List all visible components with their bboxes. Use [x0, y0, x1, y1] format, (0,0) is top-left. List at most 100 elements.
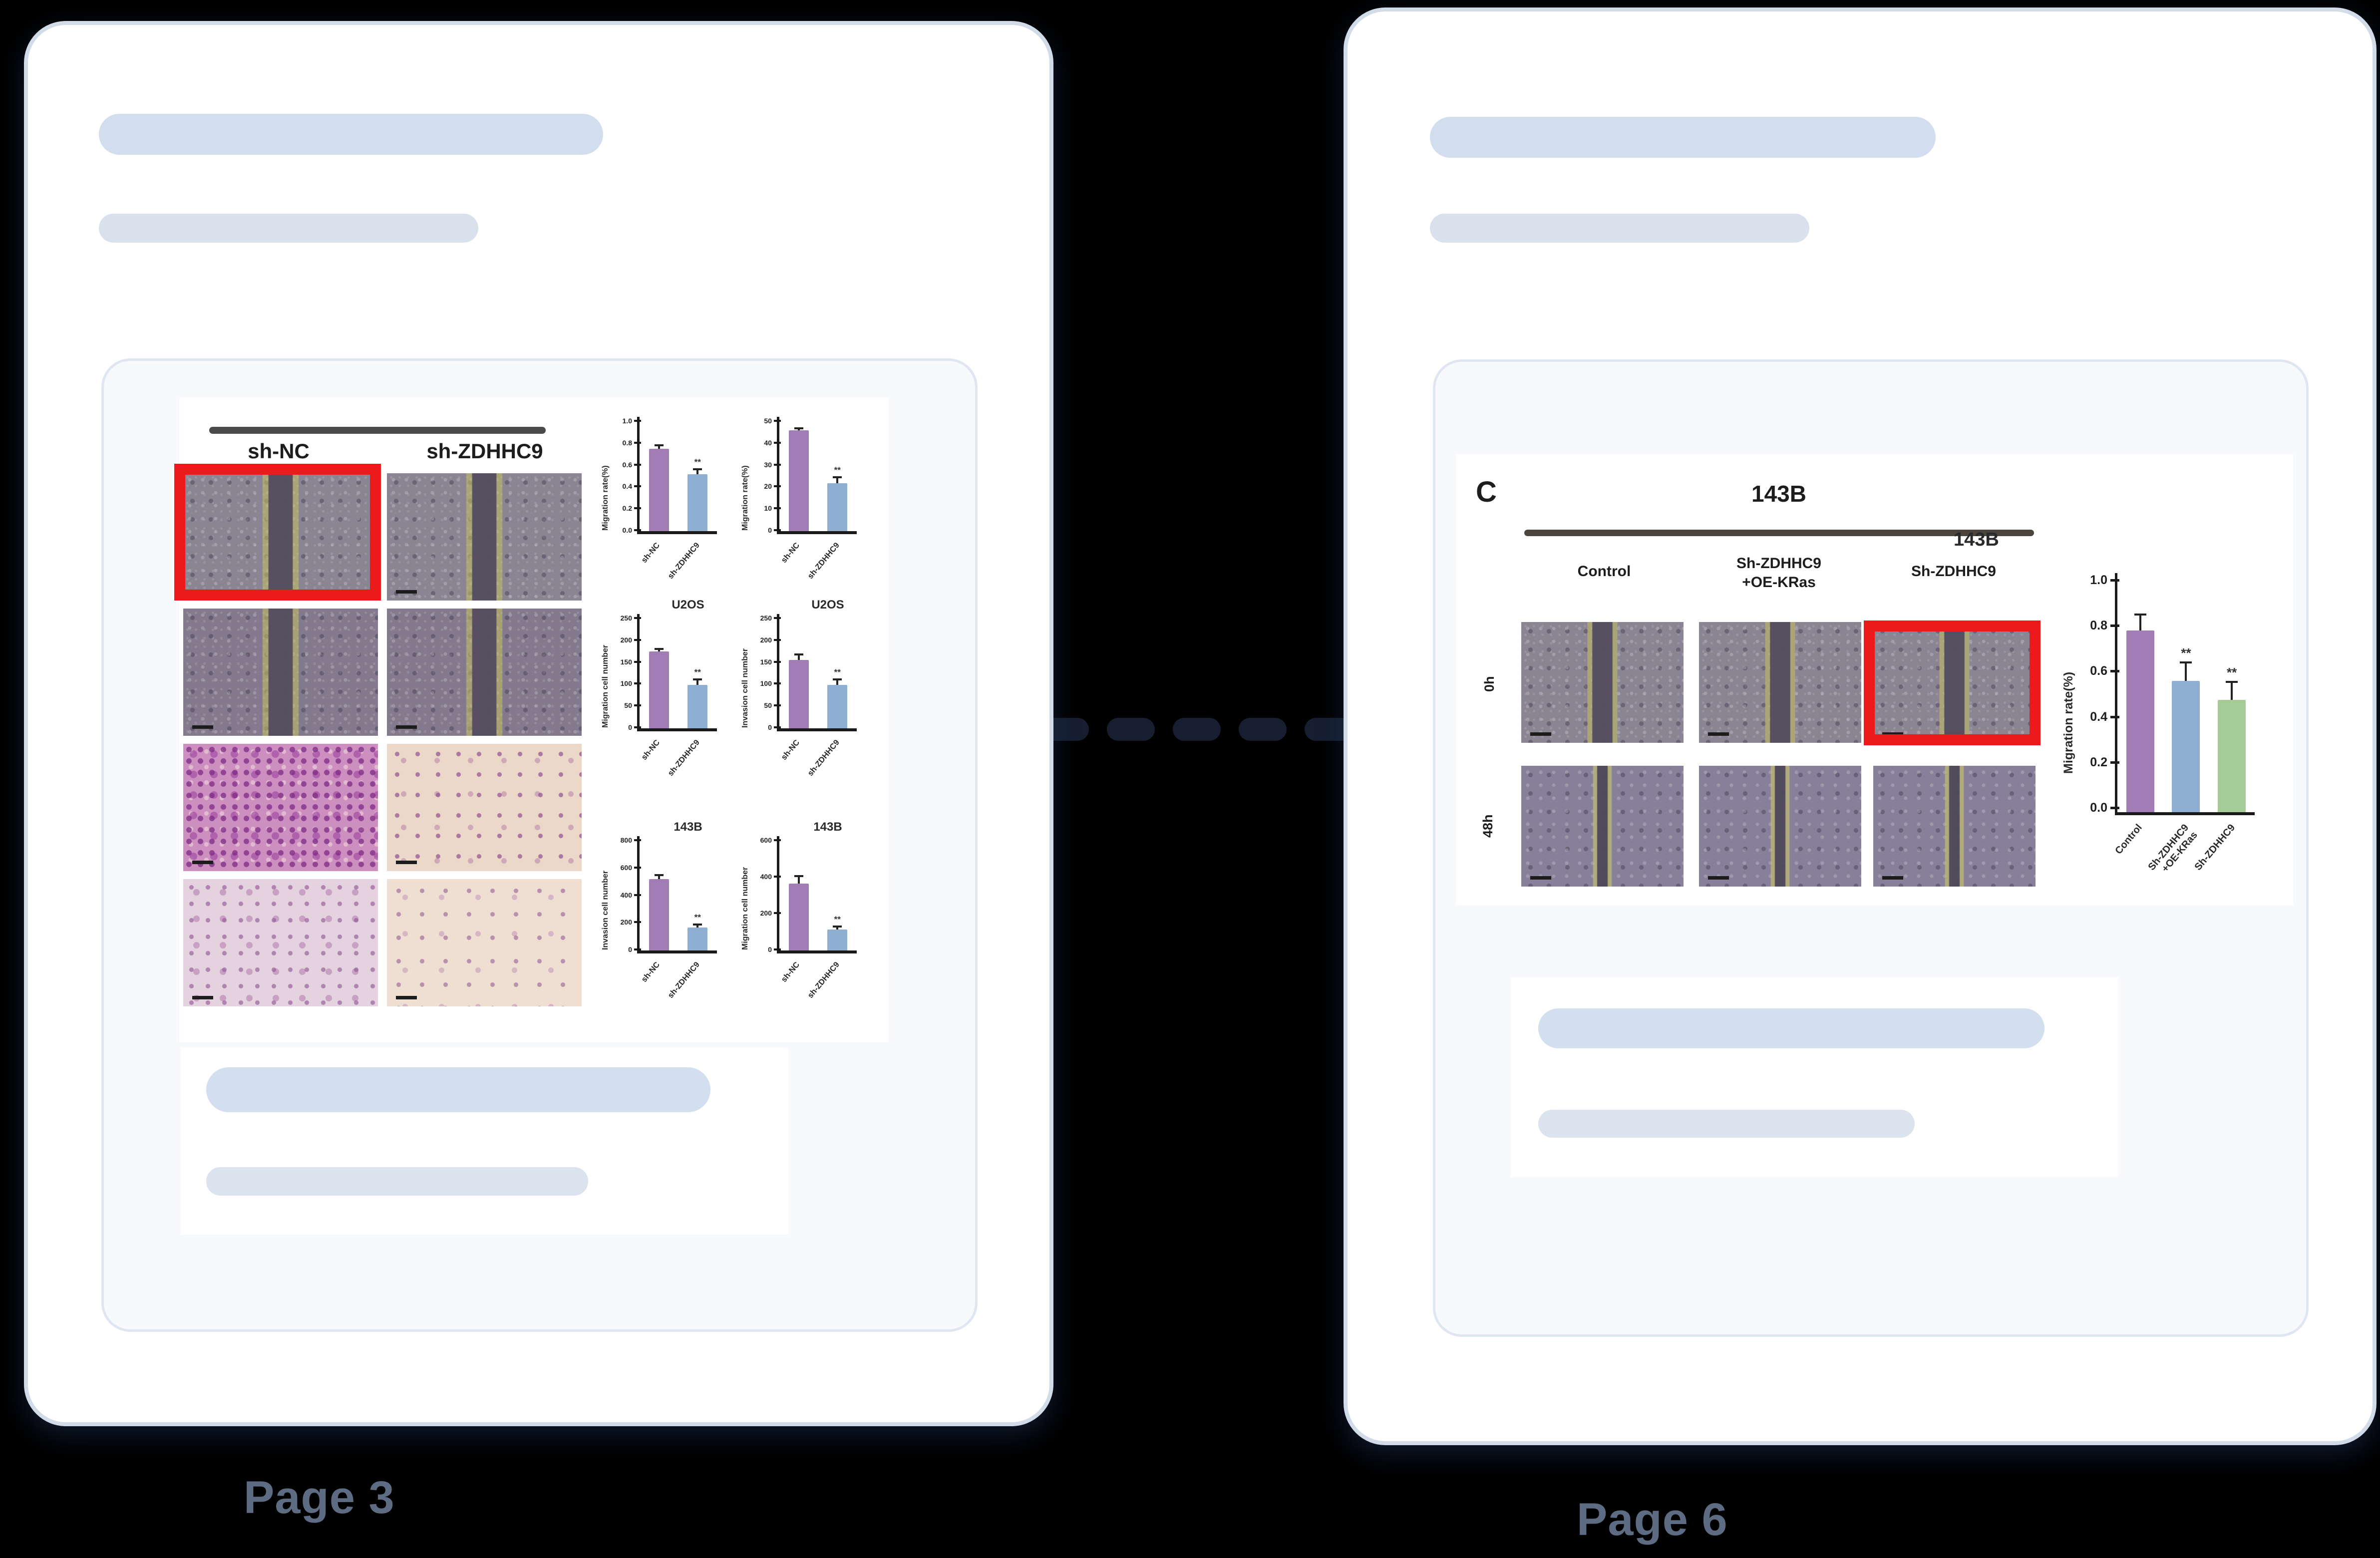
bar	[649, 879, 669, 950]
text-placeholder-heading	[99, 114, 603, 155]
page-3-label: Page 3	[244, 1472, 395, 1523]
figure-caption-block	[1511, 977, 2118, 1177]
x-tick-label: sh-NC	[779, 738, 802, 762]
wound-assay-image	[1699, 766, 1861, 887]
x-tick-label: sh-NC	[640, 541, 662, 565]
x-tick-label: sh-NC	[779, 960, 802, 984]
figure-group-line	[1524, 530, 2034, 536]
figure-group-line	[209, 427, 546, 434]
bar	[687, 928, 708, 950]
connector-dash	[1107, 718, 1155, 741]
wound-assay-image	[1521, 766, 1684, 887]
figure-col-label: Control	[1577, 563, 1631, 580]
wound-assay-image	[387, 473, 582, 601]
wound-assay-image	[183, 609, 378, 736]
error-bar	[794, 653, 803, 660]
error-bar	[654, 444, 664, 449]
page-link-dashed-connector	[1041, 718, 1356, 741]
error-bar	[833, 476, 842, 483]
chart-plot-area: **	[777, 836, 857, 953]
text-placeholder-line	[99, 214, 478, 243]
chart-title: U2OS	[811, 598, 844, 612]
bar	[827, 483, 848, 531]
bar	[788, 884, 809, 950]
figure-group-label: sh-NC	[248, 439, 310, 463]
chart-title: 143B	[813, 820, 842, 834]
bar	[827, 930, 848, 950]
chart-plot-area: **	[637, 836, 717, 953]
significance-marker: **	[834, 915, 841, 925]
bar	[687, 684, 708, 728]
error-bar	[794, 875, 803, 884]
chart-title: 143B	[674, 820, 702, 834]
figure-title: 143B	[1751, 481, 1806, 507]
figure-row-label: 48h	[1480, 814, 1495, 838]
page-6-card[interactable]: C 143B Control Sh-ZDHHC9 +OE-KRas Sh-ZDH…	[1344, 7, 2377, 1445]
transwell-image	[183, 744, 378, 871]
transwell-image	[387, 744, 582, 871]
caption-placeholder-line	[1538, 1008, 2044, 1048]
figure-col-label: Sh-ZDHHC9	[1911, 563, 1996, 580]
x-tick-label: sh-NC	[640, 738, 662, 762]
significance-marker: **	[834, 667, 841, 677]
matched-region-highlight[interactable]	[174, 464, 381, 601]
x-tick-label: sh-NC	[640, 960, 662, 984]
caption-placeholder-line	[206, 1067, 710, 1112]
error-bar	[654, 874, 664, 879]
significance-marker: **	[694, 457, 701, 467]
wound-assay-image	[387, 609, 582, 736]
connector-dash	[1173, 718, 1221, 741]
x-tick-label: Control	[2113, 822, 2144, 857]
wound-assay-image	[1873, 622, 2036, 743]
matched-region-highlight[interactable]	[1864, 621, 2040, 745]
bar	[649, 651, 669, 728]
bar	[827, 684, 848, 728]
error-bar	[794, 427, 803, 431]
wound-assay-image	[1873, 766, 2036, 887]
figure-image: C 143B Control Sh-ZDHHC9 +OE-KRas Sh-ZDH…	[1456, 454, 2293, 905]
error-bar	[833, 678, 842, 685]
significance-marker: **	[834, 465, 841, 475]
figure-caption-block	[181, 1047, 788, 1235]
error-bar	[693, 678, 702, 685]
x-tick-label: sh-NC	[779, 541, 802, 565]
significance-marker: **	[694, 667, 701, 677]
wound-assay-image	[1699, 622, 1861, 743]
panel-letter: C	[1476, 476, 1497, 508]
error-bar	[693, 923, 702, 928]
bar	[788, 659, 809, 728]
bar	[649, 449, 669, 531]
error-bar	[2226, 680, 2238, 700]
text-placeholder-line	[1430, 214, 1809, 243]
chart-plot-area: **	[637, 417, 717, 534]
significance-marker: **	[2181, 645, 2191, 661]
error-bar	[2180, 661, 2192, 681]
bar	[687, 474, 708, 531]
connector-dash	[1239, 718, 1287, 741]
page-6-label: Page 6	[1577, 1494, 1728, 1545]
bar	[2218, 699, 2246, 812]
error-bar	[833, 926, 842, 930]
chart-plot-area: **	[777, 614, 857, 731]
caption-placeholder-line	[1538, 1110, 1915, 1138]
chart-plot-area: **	[637, 614, 717, 731]
transwell-image	[183, 879, 378, 1006]
